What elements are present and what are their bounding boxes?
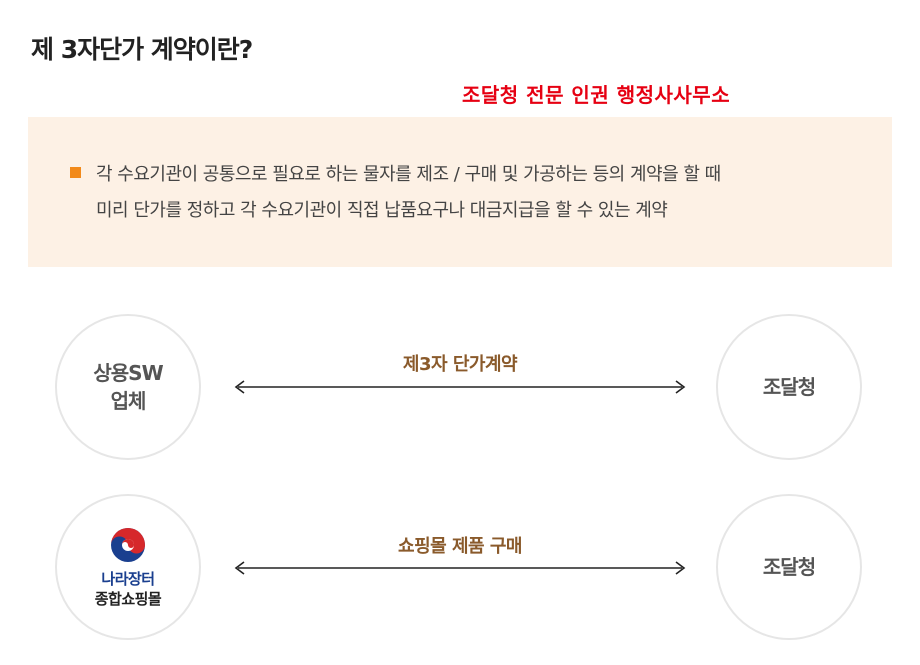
definition-box: 각 수요기관이 공통으로 필요로 하는 물자를 제조 / 구매 및 가공하는 등…	[28, 117, 892, 267]
purchase-arrow-label: 쇼핑몰 제품 구매	[398, 536, 522, 557]
vendor-label-line-2: 업체	[110, 389, 147, 413]
definition-line-1: 각 수요기관이 공통으로 필요로 하는 물자를 제조 / 구매 및 가공하는 등…	[96, 164, 721, 185]
logo-label-line-2: 종합쇼핑몰	[94, 590, 162, 608]
procurement-label: 조달청	[762, 555, 816, 579]
procurement-label: 조달청	[762, 375, 816, 399]
logo-label-line-1: 나라장터	[101, 570, 155, 588]
procurement-service-circle: 조달청	[716, 314, 862, 460]
koneps-mall-logo-circle: 나라장터 종합쇼핑몰	[55, 494, 201, 640]
vendor-label-line-1: 상용SW	[93, 361, 163, 385]
double-arrow-icon	[234, 561, 686, 575]
definition-line-2: 미리 단가를 정하고 각 수요기관이 직접 납품요구나 대금지급을 할 수 있는…	[96, 200, 668, 221]
square-bullet-icon	[70, 167, 81, 178]
software-vendor-circle: 상용SW 업체	[55, 314, 201, 460]
page-title: 제 3자단가 계약이란?	[31, 35, 253, 64]
taegeuk-emblem-icon	[111, 528, 145, 562]
contract-arrow-label: 제3자 단가계약	[402, 354, 518, 375]
procurement-service-circle: 조달청	[716, 494, 862, 640]
double-arrow-icon	[234, 380, 686, 394]
definition-text: 각 수요기관이 공통으로 필요로 하는 물자를 제조 / 구매 및 가공하는 등…	[96, 157, 876, 229]
office-subtitle: 조달청 전문 인권 행정사사무소	[462, 83, 731, 107]
